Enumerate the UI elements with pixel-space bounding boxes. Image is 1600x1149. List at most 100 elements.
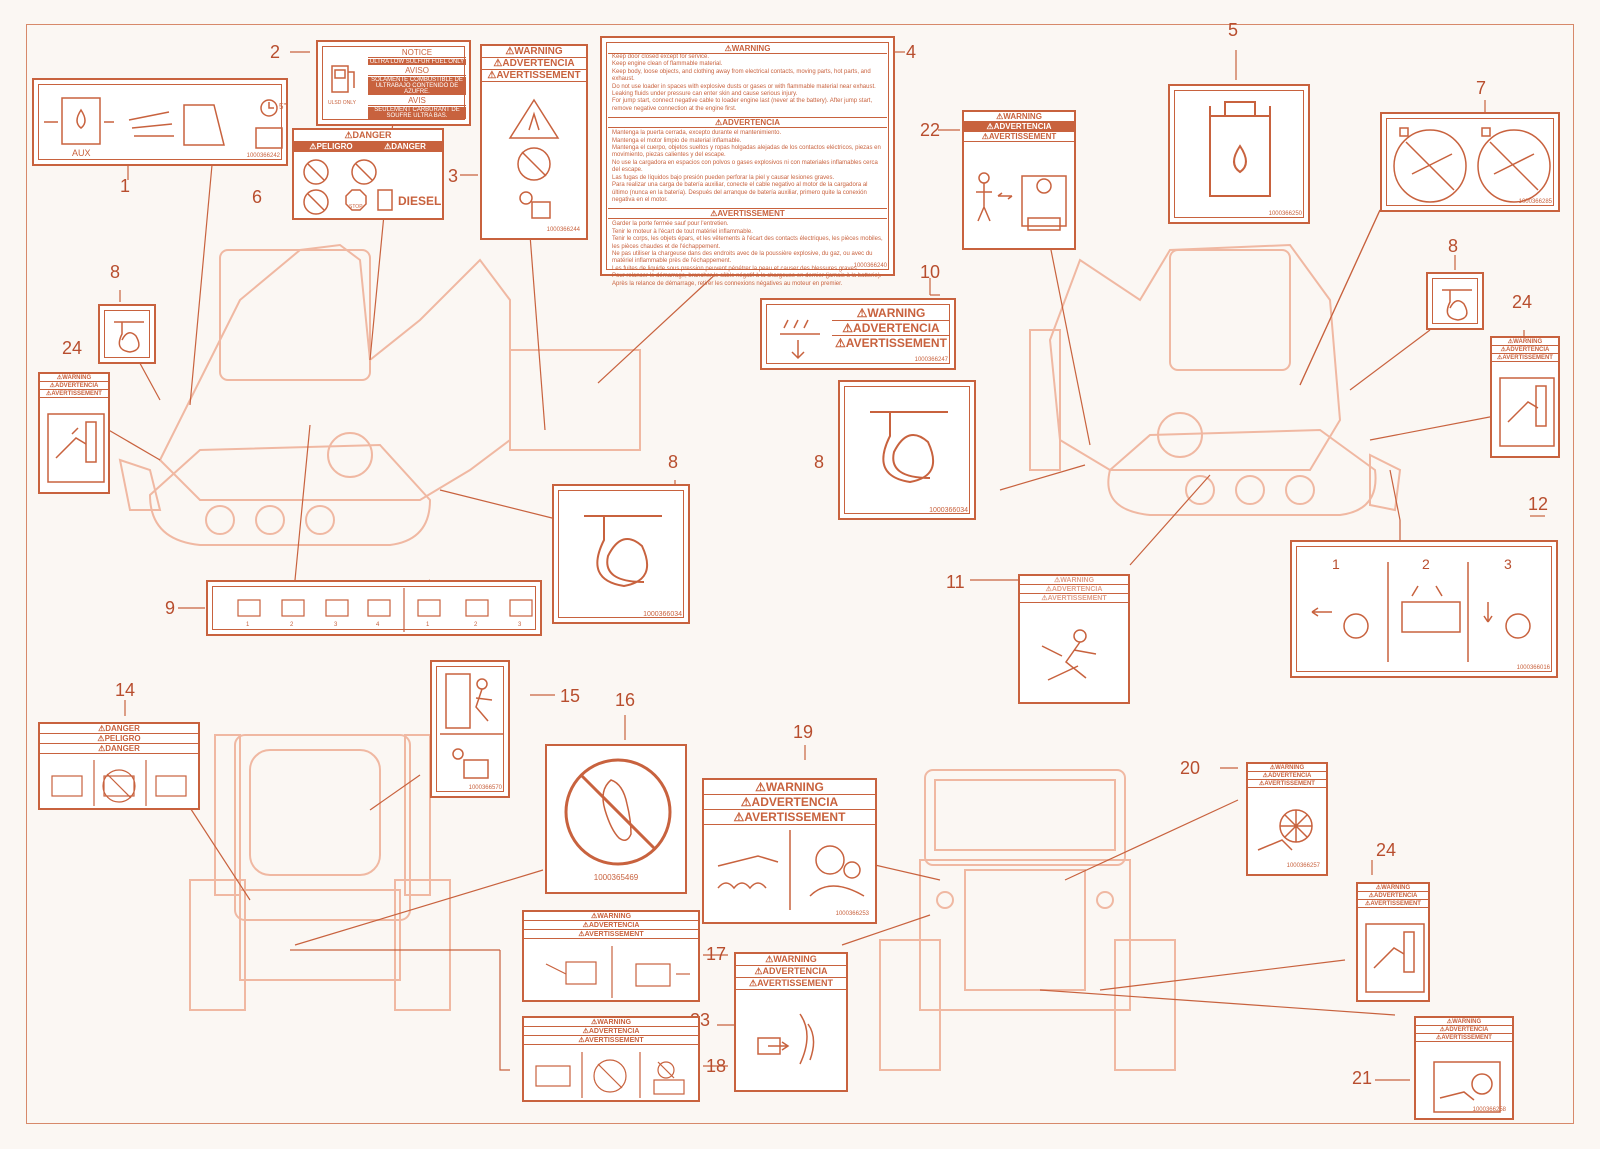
warning-header: ⚠WARNING [736,954,846,966]
callout-8-right: 8 [1448,236,1459,256]
lock-arm-icons [1393,127,1551,203]
callout-12: 12 [1528,494,1549,514]
avertissement-header: ⚠AVERTISSEMENT [1358,900,1428,908]
load-tipping-icons [545,946,690,998]
callout-7: 7 [1476,78,1487,98]
callout-15: 15 [560,686,581,706]
warning-header: ⚠WARNING [608,44,887,54]
ulsd-label: ULSD ONLY [328,100,356,106]
decal-1-aux-hydraulic: AUX 5" 1000366242 [32,78,288,166]
position-1-label: 1 [1332,556,1340,572]
decal-2-fuel-notice: ULSD ONLY NOTICE ULTRA LOW SULFUR FUEL O… [316,40,471,126]
callout-8-center: 8 [668,452,679,472]
en-line-3: Keep body, loose objects, and clothing a… [612,68,871,83]
callout-8-mid: 8 [814,452,825,472]
warning-header: ⚠WARNING [832,306,950,321]
tie-down-icon [870,411,948,484]
attachment-icons [535,1052,685,1098]
pinch-hazard-icon [1499,377,1555,447]
warning-header: ⚠WARNING [524,1018,698,1027]
advertencia-header: ⚠ADVERTENCIA [482,58,586,70]
decal-23-warning-crush-hand: ⚠WARNING ⚠ADVERTENCIA ⚠AVERTISSEMENT [734,952,848,1092]
part-number: 1000366258 [1472,1107,1506,1113]
decal-6-danger-fuel: ⚠DANGER ⚠PELIGRO ⚠DANGER DIESEL STOP [292,128,444,220]
callout-11: 11 [946,572,965,592]
avertissement-header: ⚠AVERTISSEMENT [524,930,698,939]
avertissement-header: ⚠AVERTISSEMENT [482,70,586,82]
no-smoking-icons [303,159,393,215]
callout-4: 4 [906,42,917,62]
part-number: 1000366240 [853,263,887,269]
no-step-icon [564,758,672,866]
hand-crush-icon [757,1013,815,1065]
danger-header: ⚠DANGER [294,130,442,142]
decal-8-tie-down-center: 1000366034 [552,484,690,624]
avis-header: AVIS [368,96,466,106]
emergency-exit-icon [440,673,504,779]
notice-line-fr: SEULEMENT CARBURANT DE SOUFRE ULTRA BAS. [368,107,466,119]
part-number: 1000365469 [593,873,639,882]
decal-12-bucket-positions: 1 2 3 1000366016 [1290,540,1558,678]
warning-header: ⚠WARNING [704,780,875,795]
decal-21-warning-belt: ⚠WARNING ⚠ADVERTENCIA ⚠AVERTISSEMENT 100… [1414,1016,1514,1120]
diesel-label: DIESEL [398,194,442,208]
advertencia-header: ⚠ADVERTENCIA [1492,346,1558,354]
warning-header: ⚠WARNING [1492,338,1558,346]
callout-2: 2 [270,42,281,62]
stop-label: STOP [349,204,363,210]
decal-3-warning-fire: ⚠WARNING ⚠ADVERTENCIA ⚠AVERTISSEMENT 100… [480,44,588,240]
advertencia-header: ⚠ADVERTENCIA [1416,1026,1512,1034]
avertissement-header: ⚠AVERTISSEMENT [608,208,887,220]
callout-9: 9 [165,598,176,618]
advertencia-header: ⚠ADVERTENCIA [608,117,887,129]
avertissement-header: ⚠AVERTISSEMENT [964,132,1074,142]
avertissement-header: ⚠AVERTISSEMENT [704,810,875,825]
avertissement-header: ⚠AVERTISSEMENT [1020,594,1128,603]
part-number: 1000366016 [1516,665,1550,671]
avertissement-header: ⚠AVERTISSEMENT [40,390,108,398]
callout-10: 10 [920,262,941,282]
en-line-2: Keep engine clean of flammable material. [612,61,723,68]
tie-down-icon [1442,289,1472,321]
pinch-hazard-icon [1365,923,1425,993]
notice-line-en: ULTRA LOW SULFUR FUEL ONLY [368,59,466,65]
rotating-fan-icon [1257,809,1313,851]
step-2b-label: 2 [474,622,478,628]
decal-14-danger-rollover: ⚠DANGER ⚠PELIGRO ⚠DANGER [38,722,200,810]
decal-24-warning-pinch-right: ⚠WARNING ⚠ADVERTENCIA ⚠AVERTISSEMENT [1490,336,1560,458]
position-3-label: 3 [1504,556,1512,572]
warning-header: ⚠WARNING [1416,1018,1512,1026]
step-4-label: 4 [376,622,380,628]
danger-header-fr: ⚠DANGER [40,744,198,754]
part-number: 1000366285 [1518,199,1552,205]
en-line-4: Do not use loader in spaces with explosi… [612,83,876,90]
aviso-header: AVISO [368,66,466,76]
advertencia-header: ⚠ADVERTENCIA [832,321,950,336]
callout-17: 17 [706,944,727,964]
decal-8-tie-down-small [98,304,156,364]
decal-19-hot-burn-warning: ⚠WARNING ⚠ADVERTENCIA ⚠AVERTISSEMENT 100… [702,778,877,924]
belt-entanglement-icon [1433,1061,1501,1113]
part-number: 1000366242 [246,153,280,159]
fr-line-5: Les fuites de liquide sous pression peuv… [612,265,859,272]
advertencia-header: ⚠ADVERTENCIA [524,1027,698,1036]
advertencia-header: ⚠ADVERTENCIA [1248,772,1326,780]
part-number: 1000366257 [1286,863,1320,869]
part-number: 1000366250 [1268,211,1302,217]
es-line-4: No use la cargadora en espacios con polv… [612,159,878,174]
fr-line-2: Tenir le moteur à l'écart de tout matéri… [612,228,753,235]
callout-18: 18 [706,1056,727,1076]
notice-header: NOTICE [368,48,466,58]
callout-8-left: 8 [110,262,121,282]
notice-text-block: NOTICE ULTRA LOW SULFUR FUEL ONLY AVISO … [368,48,466,120]
fall-hazard-icon [1041,629,1097,681]
decal-11-warning-faded: ⚠WARNING ⚠ADVERTENCIA ⚠AVERTISSEMENT [1018,574,1130,704]
callout-20: 20 [1180,758,1201,778]
avertissement-header: ⚠AVERTISSEMENT [736,978,846,990]
callout-24-right: 24 [1512,292,1533,312]
callout-6: 6 [252,187,263,207]
callout-5: 5 [1228,20,1239,40]
avertissement-header: ⚠AVERTISSEMENT [1492,354,1558,362]
advertencia-header: ⚠ADVERTENCIA [736,966,846,978]
